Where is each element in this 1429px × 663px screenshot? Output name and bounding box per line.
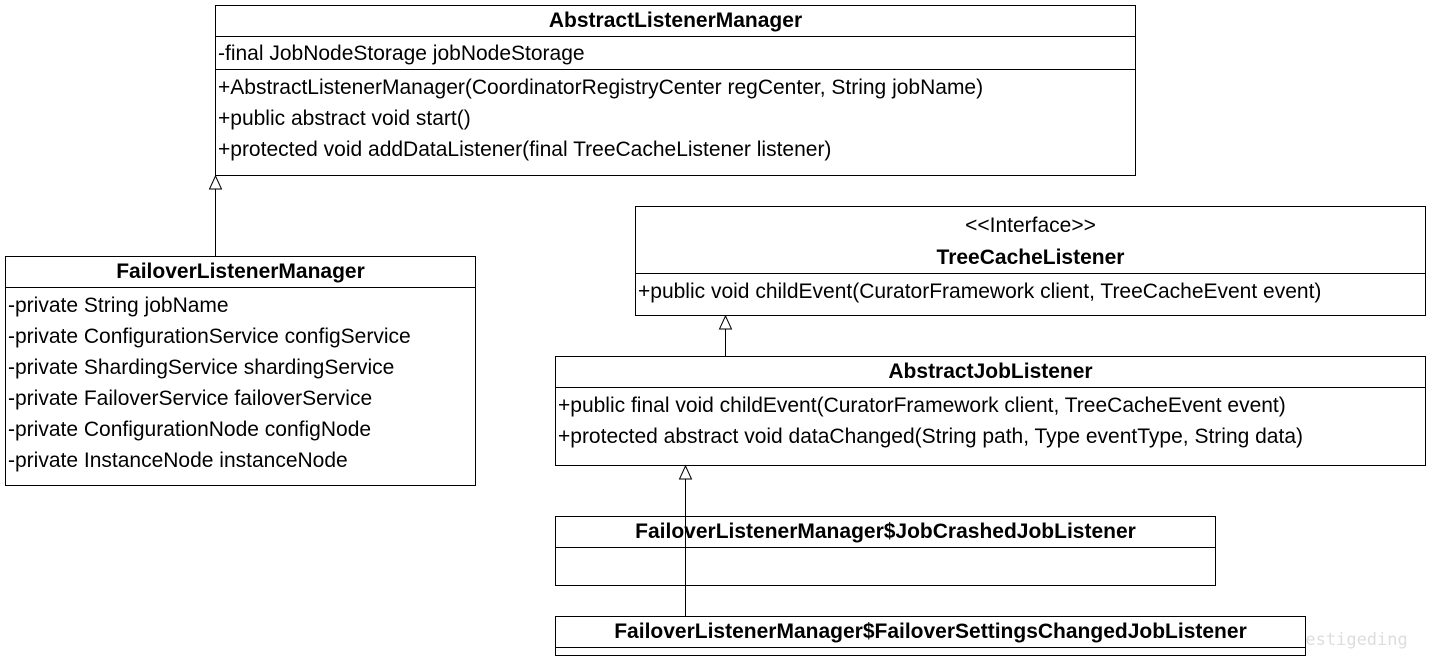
method: +protected abstract void dataChanged(Str… [558,425,1303,448]
empty-section [556,548,1215,585]
attribute: -private InstanceNode instanceNode [8,449,348,472]
class-name: AbstractListenerManager [216,6,1135,37]
attribute: -private FailoverService failoverService [8,387,373,410]
attribute: -final JobNodeStorage jobNodeStorage [218,42,585,65]
class-name: FailoverListenerManager [6,257,475,288]
methods-section: +AbstractListenerManager(CoordinatorRegi… [216,70,1135,167]
methods-section: +public final void childEvent(CuratorFra… [556,388,1425,454]
class-abstract-job-listener[interactable]: AbstractJobListener +public final void c… [555,356,1426,466]
method: +public void childEvent(CuratorFramework… [638,280,1322,303]
class-name: FailoverListenerManager$JobCrashedJobLis… [556,517,1215,548]
interface-tree-cache-listener[interactable]: <<Interface>> TreeCacheListener +public … [635,206,1426,316]
class-name: TreeCacheListener [636,243,1425,274]
method: +protected void addDataListener(final Tr… [218,138,832,161]
stereotype-label: <<Interface>> [965,214,1096,237]
method: +public abstract void start() [218,107,471,130]
attribute: -private ConfigurationService configServ… [8,325,411,348]
class-failover-settings-changed-job-listener[interactable]: FailoverListenerManager$FailoverSettings… [555,616,1306,656]
attribute: -private ConfigurationNode configNode [8,418,372,441]
attributes-section: -private String jobName -private Configu… [6,288,475,478]
method: +AbstractListenerManager(CoordinatorRegi… [218,76,984,99]
class-name: FailoverListenerManager$FailoverSettings… [556,617,1305,648]
class-failover-listener-manager[interactable]: FailoverListenerManager -private String … [5,256,476,486]
attribute: -private ShardingService shardingService [8,356,395,379]
generalization-arrow [208,174,223,256]
attributes-section: -final JobNodeStorage jobNodeStorage [216,37,1135,70]
class-job-crashed-job-listener[interactable]: FailoverListenerManager$JobCrashedJobLis… [555,516,1216,586]
class-name: AbstractJobListener [556,357,1425,388]
attribute: -private String jobName [8,294,229,317]
methods-section: +public void childEvent(CuratorFramework… [636,274,1425,309]
class-abstract-listener-manager[interactable]: AbstractListenerManager -final JobNodeSt… [215,5,1136,176]
method: +public final void childEvent(CuratorFra… [558,394,1286,417]
realization-arrow [718,314,733,356]
